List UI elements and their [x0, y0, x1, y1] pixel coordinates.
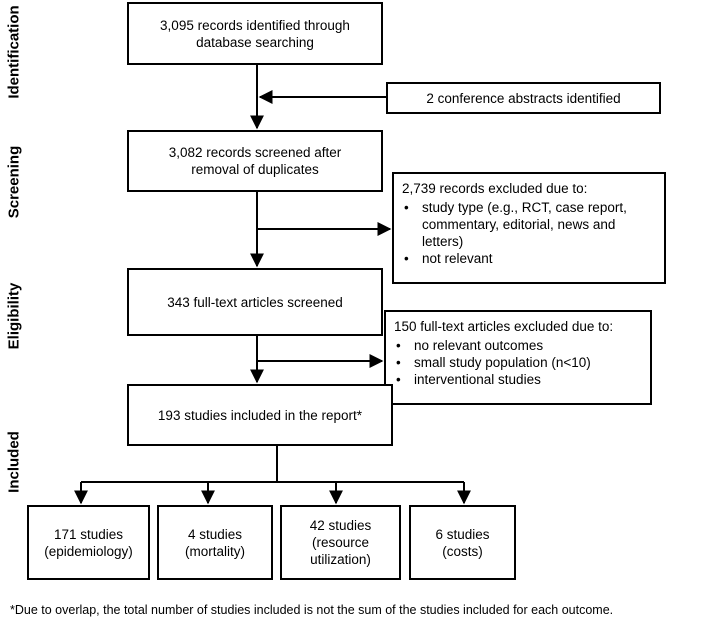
fulltext-screened-text: 343 full-text articles screened	[167, 294, 343, 310]
outcome-count: 42 studies	[309, 518, 372, 533]
records-excluded-box: 2,739 records excluded due to: study typ…	[392, 172, 666, 284]
footnote: *Due to overlap, the total number of stu…	[10, 603, 614, 617]
records-excluded-reason: study type (e.g., RCT, case report, comm…	[402, 199, 656, 250]
outcome-epidemiology-box: 171 studies (epidemiology)	[27, 505, 150, 580]
screened-records-text: 3,082 records screened after removal of …	[168, 145, 342, 177]
screened-records-box: 3,082 records screened after removal of …	[127, 130, 383, 192]
fulltext-excluded-reason: no relevant outcomes	[394, 337, 642, 354]
outcome-mortality-box: 4 studies (mortality)	[157, 505, 273, 580]
outcome-count: 171 studies	[53, 526, 124, 542]
fulltext-excluded-reason: interventional studies	[394, 371, 642, 388]
phase-included: Included	[5, 431, 23, 493]
phase-identification: Identification	[5, 5, 23, 99]
phase-eligibility: Eligibility	[5, 282, 23, 350]
conference-abstracts-box: 2 conference abstracts identified	[386, 82, 661, 114]
outcome-costs-box: 6 studies (costs)	[409, 505, 516, 580]
identified-records-box: 3,095 records identified through databas…	[127, 2, 383, 65]
fulltext-excluded-reason: small study population (n<10)	[394, 354, 642, 371]
fulltext-screened-box: 343 full-text articles screened	[127, 268, 383, 336]
outcome-resource-box: 42 studies (resource utilization)	[280, 505, 401, 580]
outcome-count: 4 studies	[187, 526, 243, 542]
outcome-label: (mortality)	[185, 543, 245, 559]
records-excluded-title: 2,739 records excluded due to:	[402, 181, 588, 196]
conference-abstracts-text: 2 conference abstracts identified	[426, 90, 621, 106]
included-report-box: 193 studies included in the report*	[127, 384, 393, 446]
identified-records-text: 3,095 records identified through databas…	[160, 17, 350, 50]
phase-screening: Screening	[5, 145, 23, 219]
fulltext-excluded-title: 150 full-text articles excluded due to:	[394, 319, 614, 334]
outcome-label: (costs)	[442, 543, 483, 559]
outcome-label: (epidemiology)	[44, 543, 133, 559]
outcome-label: (resource utilization)	[310, 535, 371, 567]
outcome-count: 6 studies	[435, 526, 490, 542]
included-report-text: 193 studies included in the report*	[157, 407, 363, 423]
fulltext-excluded-box: 150 full-text articles excluded due to: …	[384, 310, 652, 405]
records-excluded-reason: not relevant	[402, 250, 656, 267]
